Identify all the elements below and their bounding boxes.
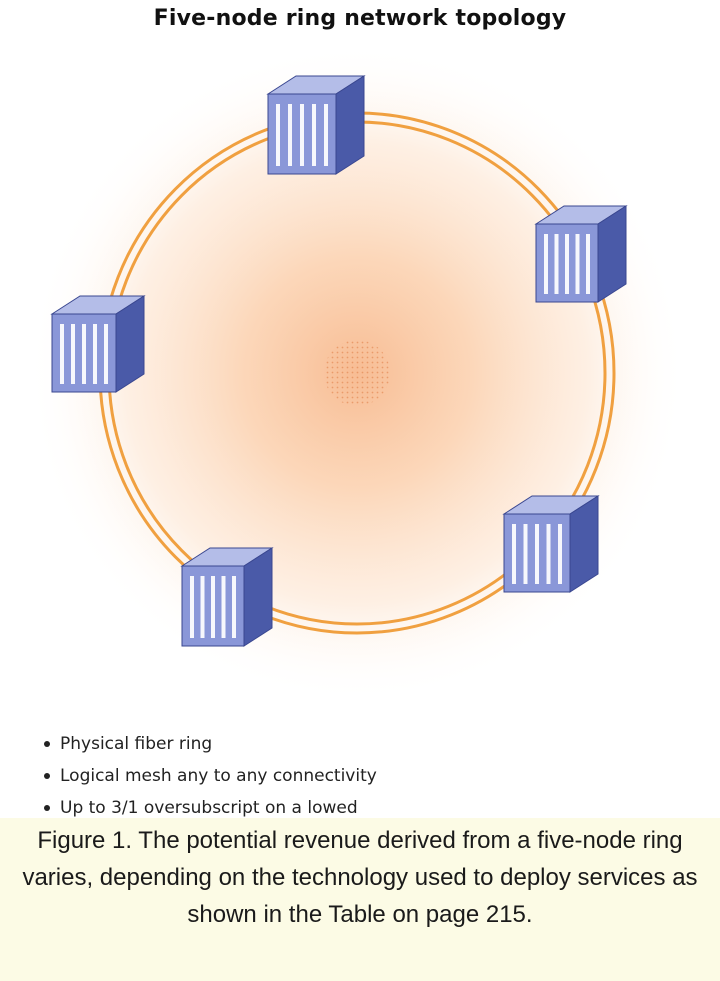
server-vent-slot <box>190 576 194 638</box>
server-vent-slot <box>104 324 108 384</box>
server-node <box>534 205 628 303</box>
server-node <box>180 547 274 647</box>
bullet-text: Physical fiber ring <box>60 734 213 754</box>
bullet-item: Logical mesh any to any connectivity <box>44 760 377 792</box>
server-vent-slot <box>575 234 580 294</box>
figure-caption: Figure 1. The potential revenue derived … <box>0 818 720 981</box>
server-vent-slot <box>60 324 64 384</box>
server-node <box>266 75 366 175</box>
server-node <box>502 495 600 593</box>
center-dotted-spot <box>324 340 390 406</box>
server-vent-slot <box>546 524 551 584</box>
server-vent-slot <box>211 576 215 638</box>
bullet-dot <box>44 741 50 747</box>
server-vent-slot <box>554 234 559 294</box>
ring-topology-diagram <box>27 43 687 703</box>
bullet-text: Logical mesh any to any connectivity <box>60 766 377 786</box>
bullet-item: Up to 3/1 oversubscript on a lowed <box>44 792 377 824</box>
diagram-title: Five-node ring network topology <box>153 6 567 31</box>
bullet-dot <box>44 773 50 779</box>
server-vent-slot <box>300 104 304 166</box>
server-vent-slot <box>82 324 86 384</box>
server-vent-slot <box>544 234 548 294</box>
server-vent-slot <box>586 234 590 294</box>
server-vent-slot <box>558 524 562 584</box>
server-vent-slot <box>324 104 328 166</box>
server-vent-slot <box>232 576 236 638</box>
server-vent-slot <box>565 234 569 294</box>
server-vent-slot <box>71 324 75 384</box>
server-vent-slot <box>93 324 97 384</box>
server-vent-slot <box>221 576 226 638</box>
server-node <box>50 295 146 393</box>
bullet-text: Up to 3/1 oversubscript on a lowed <box>60 798 358 818</box>
server-vent-slot <box>512 524 516 584</box>
server-vent-slot <box>276 104 280 166</box>
bullet-list: Physical fiber ring Logical mesh any to … <box>44 728 377 824</box>
server-vent-slot <box>288 104 292 166</box>
server-vent-slot <box>535 524 539 584</box>
bullet-dot <box>44 805 50 811</box>
server-vent-slot <box>312 104 316 166</box>
bullet-item: Physical fiber ring <box>44 728 377 760</box>
server-vent-slot <box>523 524 528 584</box>
server-vent-slot <box>200 576 205 638</box>
